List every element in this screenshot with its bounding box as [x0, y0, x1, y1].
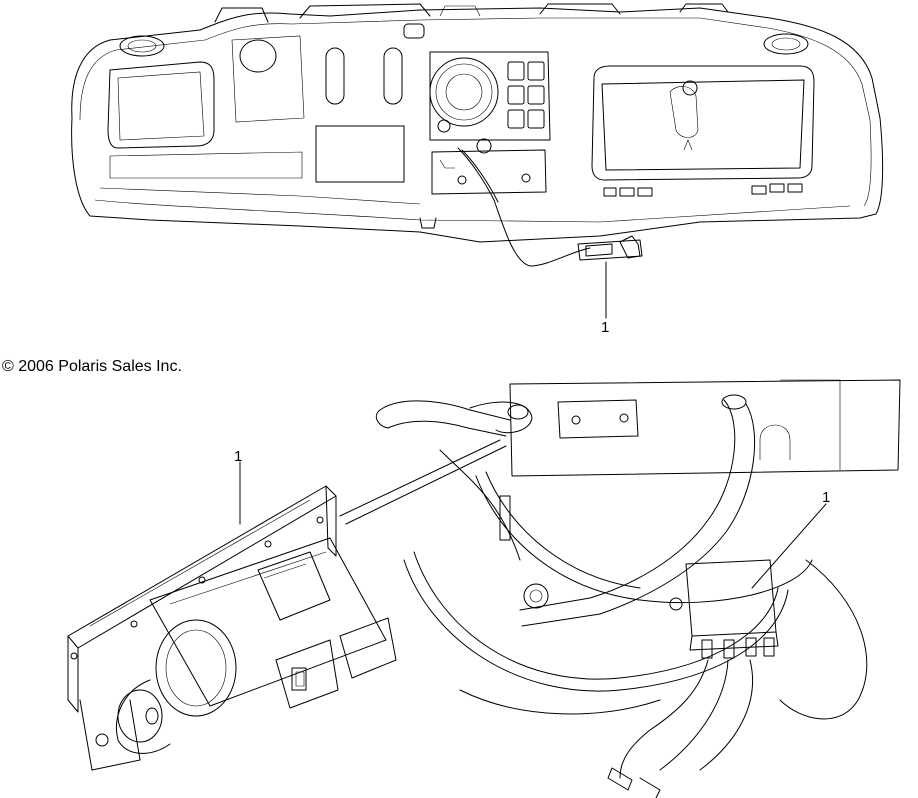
dashboard-assembly [71, 3, 884, 267]
callout-number: 1 [601, 319, 609, 336]
module-installation [375, 379, 901, 798]
callout-number: 1 [234, 448, 242, 465]
hour-meter-assembly [67, 439, 507, 771]
copyright-notice: © 2006 Polaris Sales Inc. [2, 358, 182, 375]
callout-number: 1 [822, 489, 830, 506]
